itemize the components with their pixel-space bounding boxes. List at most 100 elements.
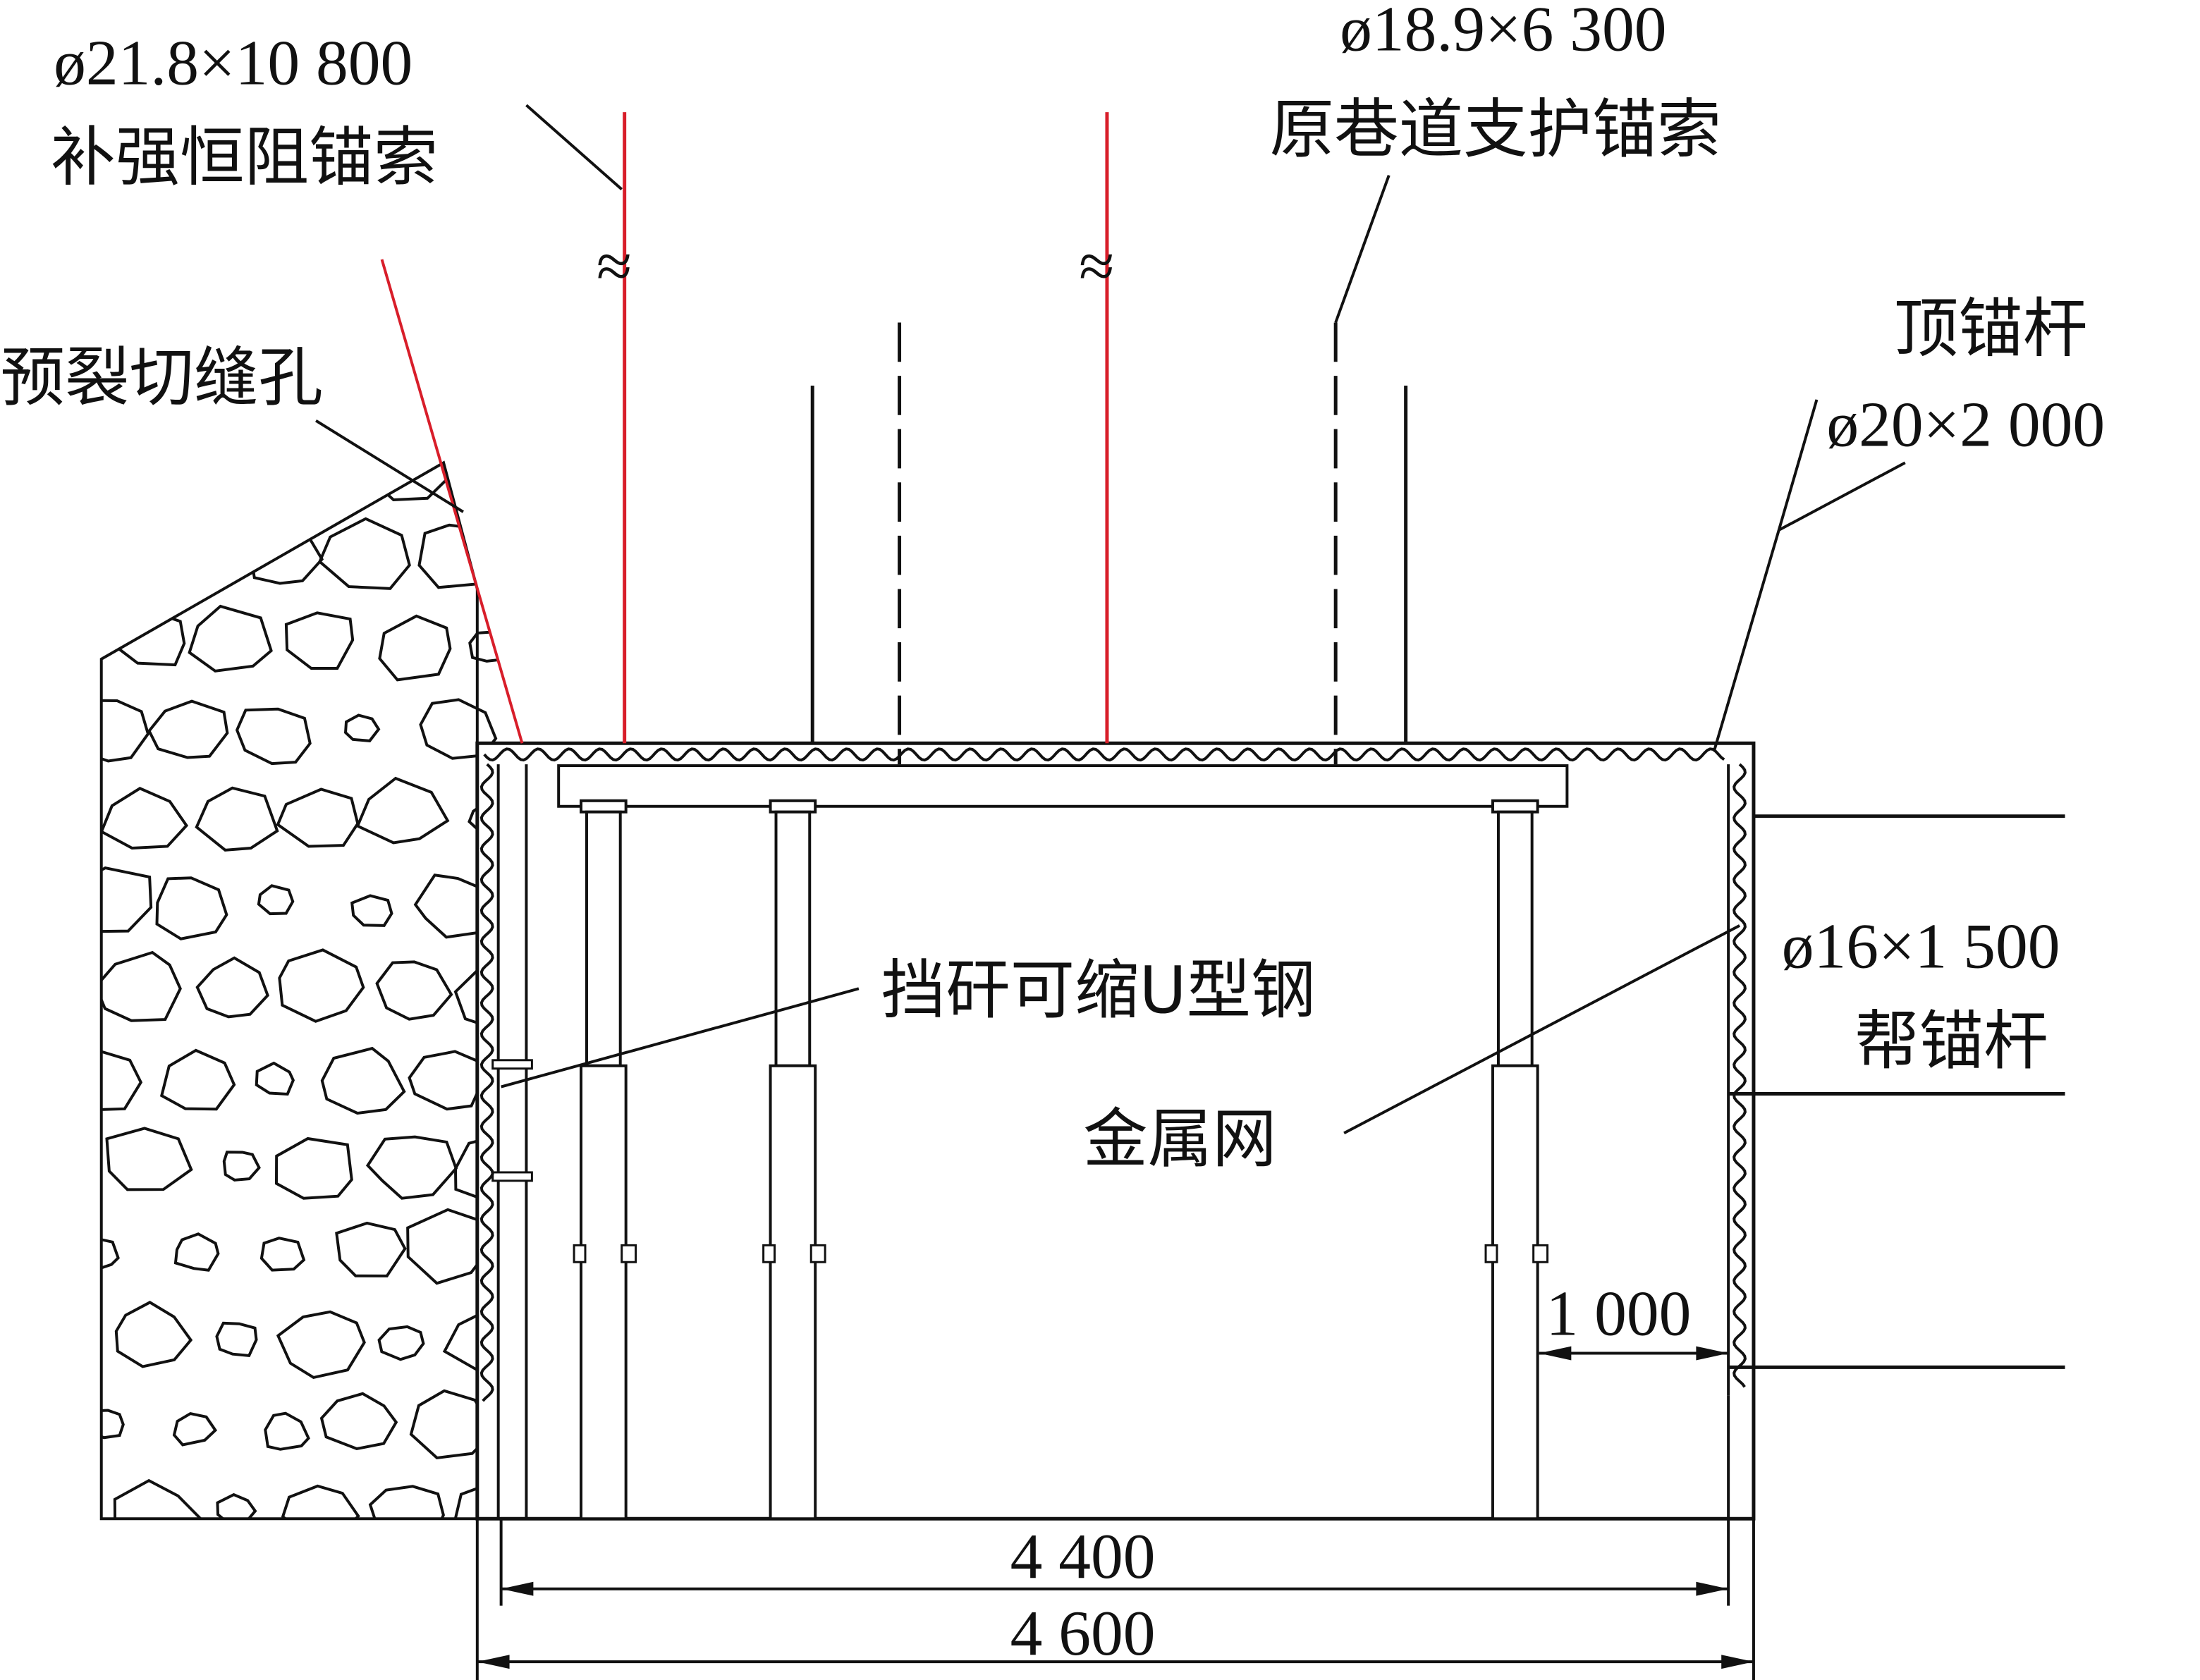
rock-block (105, 1127, 193, 1191)
rock-block (453, 1482, 522, 1519)
rock-block (343, 713, 381, 742)
gob-rock-zone (99, 460, 522, 1521)
rock-block (320, 1046, 406, 1115)
rock-block (365, 1135, 458, 1200)
u-steel-prop (774, 810, 812, 1067)
side-bolt-spec: ø16×1 500 (1782, 910, 2060, 982)
rock-block (259, 1237, 306, 1272)
u-steel-prop (809, 1244, 826, 1263)
u-steel-prop (762, 1244, 776, 1263)
right-metal-mesh (1733, 763, 1747, 1388)
orig-cable-spec: ø18.9×6 300 (1340, 0, 1666, 65)
u-steel-prop (580, 1064, 628, 1521)
rock-block (276, 787, 360, 848)
rock-block (468, 630, 511, 663)
u-steel-clamp (491, 1059, 533, 1070)
rock-block (116, 609, 186, 667)
break-symbol: ≈ (597, 230, 632, 302)
left-metal-mesh (479, 763, 494, 1402)
rock-block (101, 1048, 143, 1112)
rock-block (101, 522, 143, 587)
rock-block (172, 1411, 218, 1447)
roof-bolt-label: 顶锚杆 (1894, 290, 2088, 366)
rock-block (350, 894, 393, 927)
rock-block (281, 1484, 360, 1519)
rock-block (278, 948, 365, 1023)
rock-block (335, 1221, 407, 1277)
rock-block (417, 523, 499, 589)
rock-block (408, 1050, 484, 1111)
presplit-hole-line (380, 259, 524, 744)
rock-block (264, 1411, 310, 1451)
rock-block (378, 614, 452, 682)
rock-block (368, 1485, 445, 1519)
rock-block (147, 699, 229, 759)
rock-block (155, 876, 228, 940)
u-steel-prop (1532, 1244, 1549, 1263)
side-bolt-label: 帮锚杆 (1854, 1003, 2048, 1079)
rock-block (318, 517, 411, 590)
reinforce-cable-label: 补强恒阻锚索 (51, 120, 438, 195)
rock-block (257, 884, 295, 916)
rock-block (284, 611, 355, 670)
mesh-label: 金属网 (1083, 1101, 1277, 1177)
rock-block (184, 462, 267, 508)
dim-4400: 4 400 (1010, 1520, 1156, 1592)
u-steel-prop (621, 1244, 637, 1263)
u-steel-prop (580, 799, 628, 814)
rock-block (195, 956, 269, 1019)
rock-block (377, 1325, 425, 1361)
u-steel-prop (1491, 799, 1539, 814)
rock-block (101, 866, 153, 933)
u-steel-prop (769, 1064, 817, 1521)
rock-block (114, 1301, 193, 1368)
rock-block (274, 1136, 353, 1200)
rock-block (458, 462, 522, 494)
rock-block (188, 604, 273, 673)
leader-lines (315, 104, 1906, 1134)
u-steel-prop (1484, 1244, 1498, 1263)
rock-block (409, 1389, 496, 1460)
u-steel-prop (1496, 810, 1534, 1067)
rock-block (255, 1061, 295, 1096)
rock-block (215, 1321, 258, 1358)
rock-block (249, 525, 324, 585)
u-steel-prop (1491, 1064, 1539, 1521)
rock-block (419, 698, 498, 760)
rock-block (101, 462, 179, 498)
dimension-arrows (477, 1346, 1754, 1669)
rock-block (101, 950, 182, 1022)
break-symbol: ≈ (1079, 230, 1114, 302)
roadway-outline (475, 741, 1756, 1521)
u-steel-label: 挡矸可缩U型钢 (881, 952, 1316, 1028)
rock-block (101, 1237, 120, 1271)
roof-beam (557, 764, 1569, 808)
rock-block (222, 1151, 261, 1182)
rock-block (216, 1492, 257, 1519)
rock-block (159, 1048, 236, 1111)
rock-block (319, 1392, 398, 1451)
reinforce-cable-spec: ø21.8×10 800 (54, 26, 412, 98)
rock-block (101, 699, 150, 763)
rock-block (355, 776, 450, 845)
dim-1000: 1 000 (1546, 1277, 1692, 1349)
rock-block (453, 957, 522, 1030)
roof-bolt-spec: ø20×2 000 (1826, 388, 2105, 460)
rock-block (235, 707, 312, 766)
u-steel-prop (585, 810, 622, 1067)
rock-block (113, 1478, 202, 1519)
u-steel-clamp (491, 1171, 533, 1182)
rock-block (101, 1409, 125, 1440)
dim-4600: 4 600 (1010, 1597, 1156, 1669)
rock-block (276, 1310, 366, 1380)
orig-cable-label: 原巷道支护锚索 (1270, 92, 1722, 167)
rock-block (156, 520, 226, 582)
u-steel-prop (769, 799, 817, 814)
rock-block (195, 786, 279, 852)
rock-block (173, 1232, 220, 1272)
roof-metal-mesh (483, 747, 1725, 762)
rock-block (375, 960, 453, 1021)
rock-block (101, 787, 189, 850)
